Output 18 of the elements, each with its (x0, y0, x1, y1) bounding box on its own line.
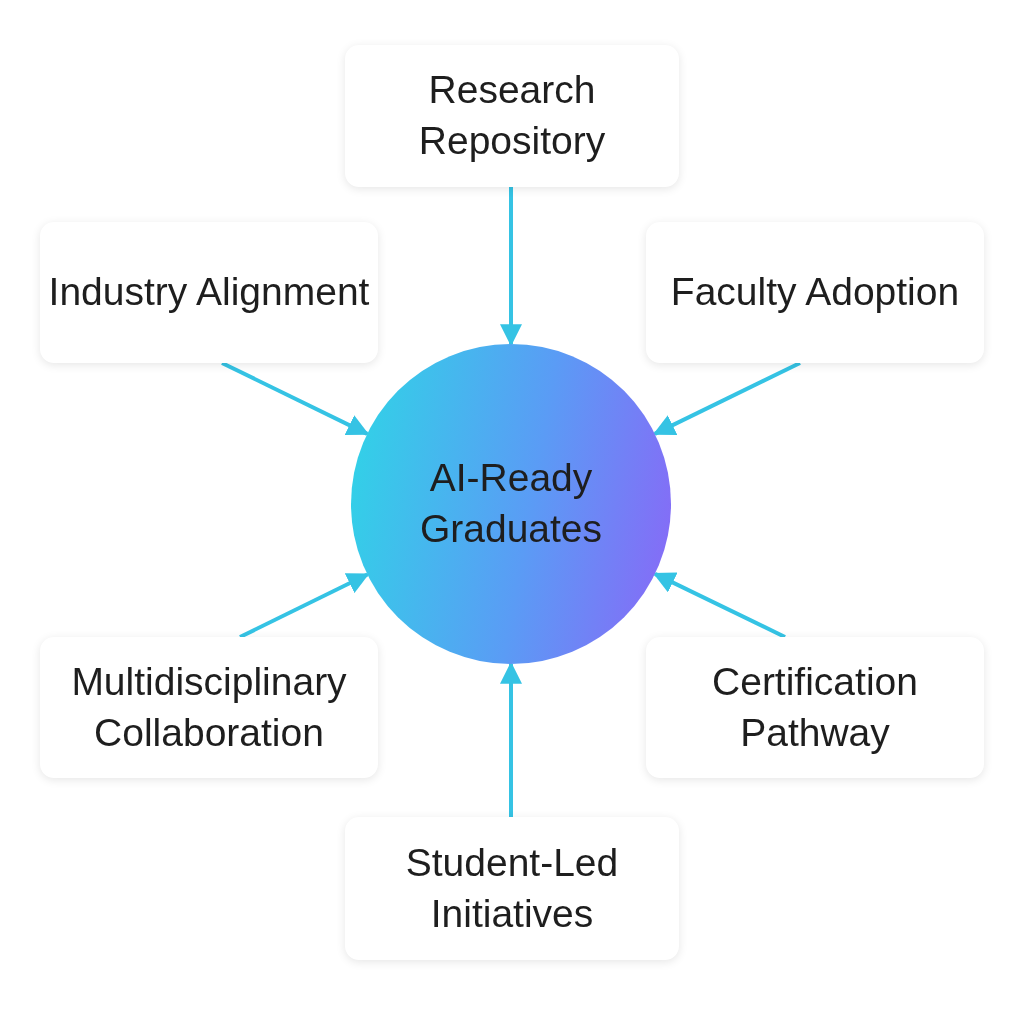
node-card (40, 222, 378, 363)
node-card (40, 637, 378, 778)
node-card (646, 637, 984, 778)
node-card (345, 817, 679, 960)
node-label: Industry Alignment (48, 269, 370, 316)
node-label: Certification Pathway (711, 658, 919, 756)
arrow (239, 572, 370, 639)
node-card (646, 222, 984, 363)
node-card (345, 45, 679, 187)
arrow (500, 187, 522, 347)
node-label: Faculty Adoption (670, 269, 960, 316)
node-label: Multidisciplinary Collaboration (70, 658, 348, 756)
node-label: AI-Ready Graduates (418, 455, 604, 552)
arrow (500, 661, 522, 817)
node-label: Student-Led Initiatives (404, 839, 620, 937)
node-label: Research Repository (417, 67, 607, 164)
arrow (221, 361, 370, 436)
arrow (652, 361, 801, 436)
